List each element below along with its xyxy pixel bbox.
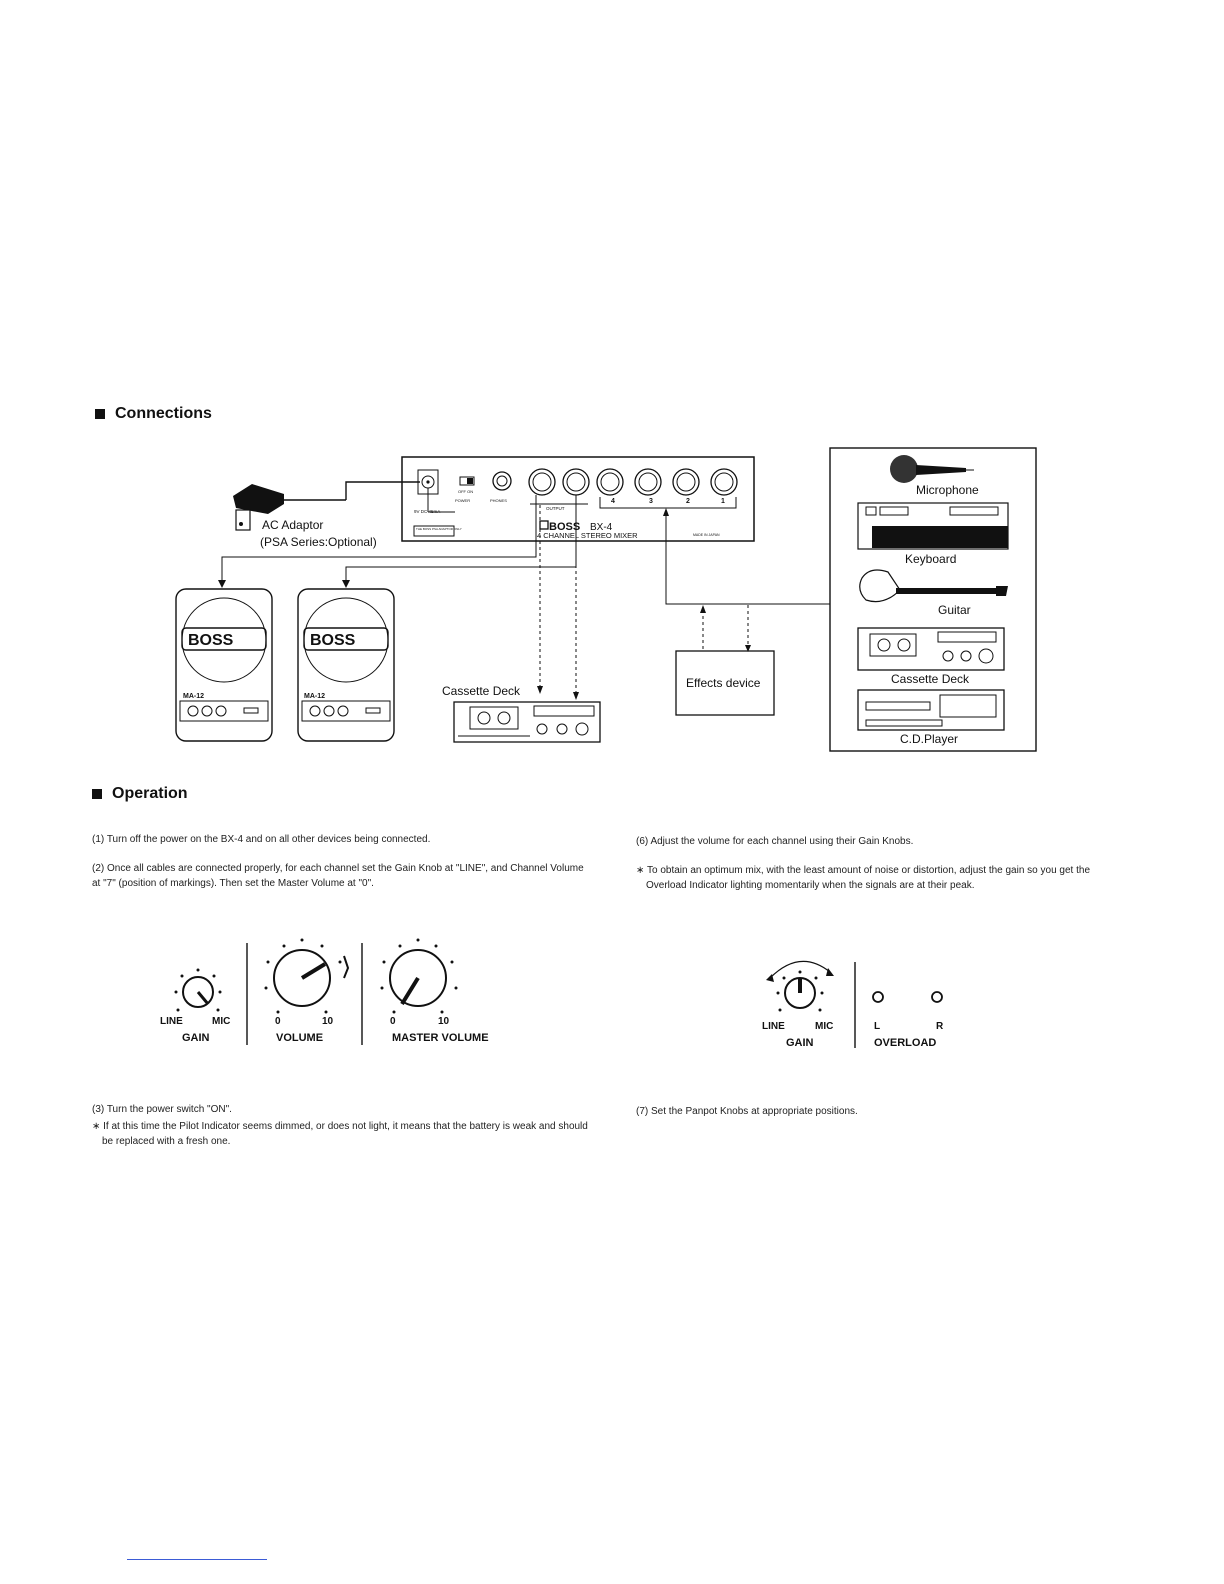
operation-heading: Operation (92, 785, 188, 803)
operation-left-column-bottom: (3) Turn the power switch "ON". ∗ If at … (92, 1102, 592, 1149)
overload-indicators: L R OVERLOAD (872, 991, 944, 1049)
effects-label: Effects device (686, 676, 761, 690)
gain-knob-left: LINE MIC GAIN (160, 968, 230, 1044)
master-volume-knob: 0 10 MASTER VOLUME (380, 938, 489, 1044)
step-1: (1) Turn off the power on the BX-4 and o… (92, 834, 431, 845)
cassette-left-label: Cassette Deck (442, 684, 521, 698)
effects-device: Effects device (675, 605, 775, 716)
cassette-deck-left: Cassette Deck (442, 684, 601, 743)
master-title: MASTER VOLUME (392, 1032, 489, 1044)
volume-knob: 0 10 VOLUME (264, 938, 350, 1044)
volume-max: 10 (322, 1016, 334, 1027)
off-on-label: OFF ON (458, 489, 473, 494)
step-2: (2) Once all cables are connected proper… (92, 863, 584, 889)
phones-label: PHONES (490, 498, 507, 503)
adaptor-label-1: AC Adaptor (262, 518, 323, 532)
master-max: 10 (438, 1016, 450, 1027)
speaker-right: BOSS MA-12 (297, 588, 395, 742)
bullet-square-icon (92, 789, 102, 799)
bullet-square-icon (95, 409, 105, 419)
microphone-label: Microphone (916, 483, 979, 497)
gain-mic-left: MIC (212, 1016, 230, 1027)
gain-knob-right: LINE MIC GAIN (762, 960, 834, 1049)
connections-heading: Connections (95, 405, 212, 423)
connections-diagram: OFF ON POWER PHONES OUTPUT 4 3 2 1 9V DC… (175, 447, 1037, 752)
gain-line-right: LINE (762, 1021, 785, 1032)
master-min: 0 (390, 1016, 396, 1027)
made-in-label: MADE IN JAPAN (693, 533, 720, 537)
overload-l: L (874, 1021, 880, 1032)
overload-title: OVERLOAD (874, 1037, 936, 1049)
volume-min: 0 (275, 1016, 281, 1027)
cassette-wiring (537, 505, 579, 700)
connections-title: Connections (115, 405, 212, 422)
gain-line-left: LINE (160, 1016, 183, 1027)
ch4-label: 4 (611, 498, 615, 505)
left-knob-group: LINE MIC GAIN 0 10 VOLUME (160, 938, 489, 1045)
ch2-label: 2 (686, 498, 690, 505)
sources-box: Microphone Keyboard Guitar Cassette Deck… (829, 447, 1037, 752)
volume-title: VOLUME (276, 1032, 323, 1044)
step-3-note: ∗ If at this time the Pilot Indicator se… (92, 1121, 588, 1147)
power-label: POWER (455, 498, 470, 503)
dc-label: 9V DC 45mA (414, 509, 440, 514)
adaptor-label-2: (PSA Series:Optional) (260, 535, 377, 549)
mixer-subtitle: 4 CHANNEL STEREO MIXER (537, 531, 638, 540)
knob-illustrations: LINE MIC GAIN 0 10 VOLUME (160, 938, 944, 1049)
ac-adaptor: AC Adaptor (PSA Series:Optional) (233, 481, 420, 549)
cassette-right-label: Cassette Deck (891, 672, 970, 686)
overload-r: R (936, 1021, 944, 1032)
right-knob-group: LINE MIC GAIN L R OVERLOAD (762, 960, 944, 1049)
mixer-panel: OFF ON POWER PHONES OUTPUT 4 3 2 1 9V DC… (401, 456, 755, 542)
operation-left-column-top: (1) Turn off the power on the BX-4 and o… (92, 832, 592, 905)
operation-right-column-bottom: (7) Set the Panpot Knobs at appropriate … (636, 1104, 1128, 1133)
operation-right-column-top: (6) Adjust the volume for each channel u… (636, 834, 1128, 893)
step-3: (3) Turn the power switch "ON". (92, 1104, 232, 1115)
mixer-model: BX-4 (590, 522, 613, 533)
speaker-left: BOSS MA-12 (175, 588, 273, 742)
gain-title-left: GAIN (182, 1032, 210, 1044)
guitar-label: Guitar (938, 603, 971, 617)
input-wiring (663, 508, 830, 605)
step-7: (7) Set the Panpot Knobs at appropriate … (636, 1106, 858, 1117)
operation-title: Operation (112, 785, 188, 802)
mixer-brand: BOSS (549, 521, 580, 533)
speaker-right-model: MA-12 (304, 693, 325, 700)
psa-label: THE BOSS PSA ADAPTOR ONLY (416, 527, 462, 531)
gain-title-right: GAIN (786, 1037, 814, 1049)
output-label: OUTPUT (546, 506, 565, 511)
gain-mic-right: MIC (815, 1021, 833, 1032)
ch1-label: 1 (721, 498, 725, 505)
step-6: (6) Adjust the volume for each channel u… (636, 836, 914, 847)
speaker-left-model: MA-12 (183, 693, 204, 700)
speaker-left-brand: BOSS (188, 632, 234, 649)
keyboard-label: Keyboard (905, 552, 956, 566)
speaker-right-brand: BOSS (310, 632, 356, 649)
footer-rule (127, 1559, 267, 1560)
ch3-label: 3 (649, 498, 653, 505)
step-6-note: ∗ To obtain an optimum mix, with the lea… (636, 865, 1091, 891)
cd-player-label: C.D.Player (900, 732, 958, 746)
